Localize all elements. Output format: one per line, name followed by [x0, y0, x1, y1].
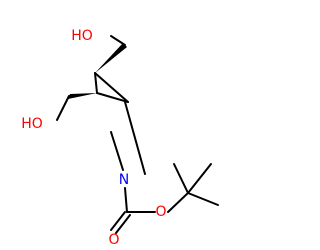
bond-c5-n — [110, 131, 124, 171]
bond-c2-n — [124, 101, 146, 175]
molecule-structure: HO HO N O O — [21, 28, 219, 248]
hydroxyl-left-label: HO — [21, 116, 43, 132]
wedge-bond-top — [95, 43, 127, 73]
bond-carbonyl-double-2 — [115, 214, 131, 234]
hydroxyl-top-label: HO — [71, 28, 93, 44]
carbonyl-oxygen-label: O — [108, 232, 119, 248]
bond-quaternary-methyl-left — [173, 163, 189, 194]
bond-ester-o-quaternary — [167, 192, 189, 213]
bond-c3-c4 — [94, 72, 98, 94]
ester-oxygen-label: O — [155, 204, 166, 220]
wedge-bond-left — [68, 93, 97, 99]
bond-quaternary-methyl-right — [187, 192, 219, 206]
bond-ch2-oh-top — [110, 35, 126, 46]
bond-quaternary-methyl-top — [187, 163, 212, 194]
structure-canvas: HO HO N O O — [21, 28, 219, 248]
ring-nitrogen-label: N — [119, 172, 129, 188]
bond-carbonyl-double-1 — [110, 211, 126, 231]
bond-n-carbonyl — [124, 187, 128, 213]
bond-c3-c2 — [94, 72, 129, 103]
bond-ch2-oh-left — [56, 95, 70, 121]
bond-c4-c5 — [96, 92, 129, 103]
